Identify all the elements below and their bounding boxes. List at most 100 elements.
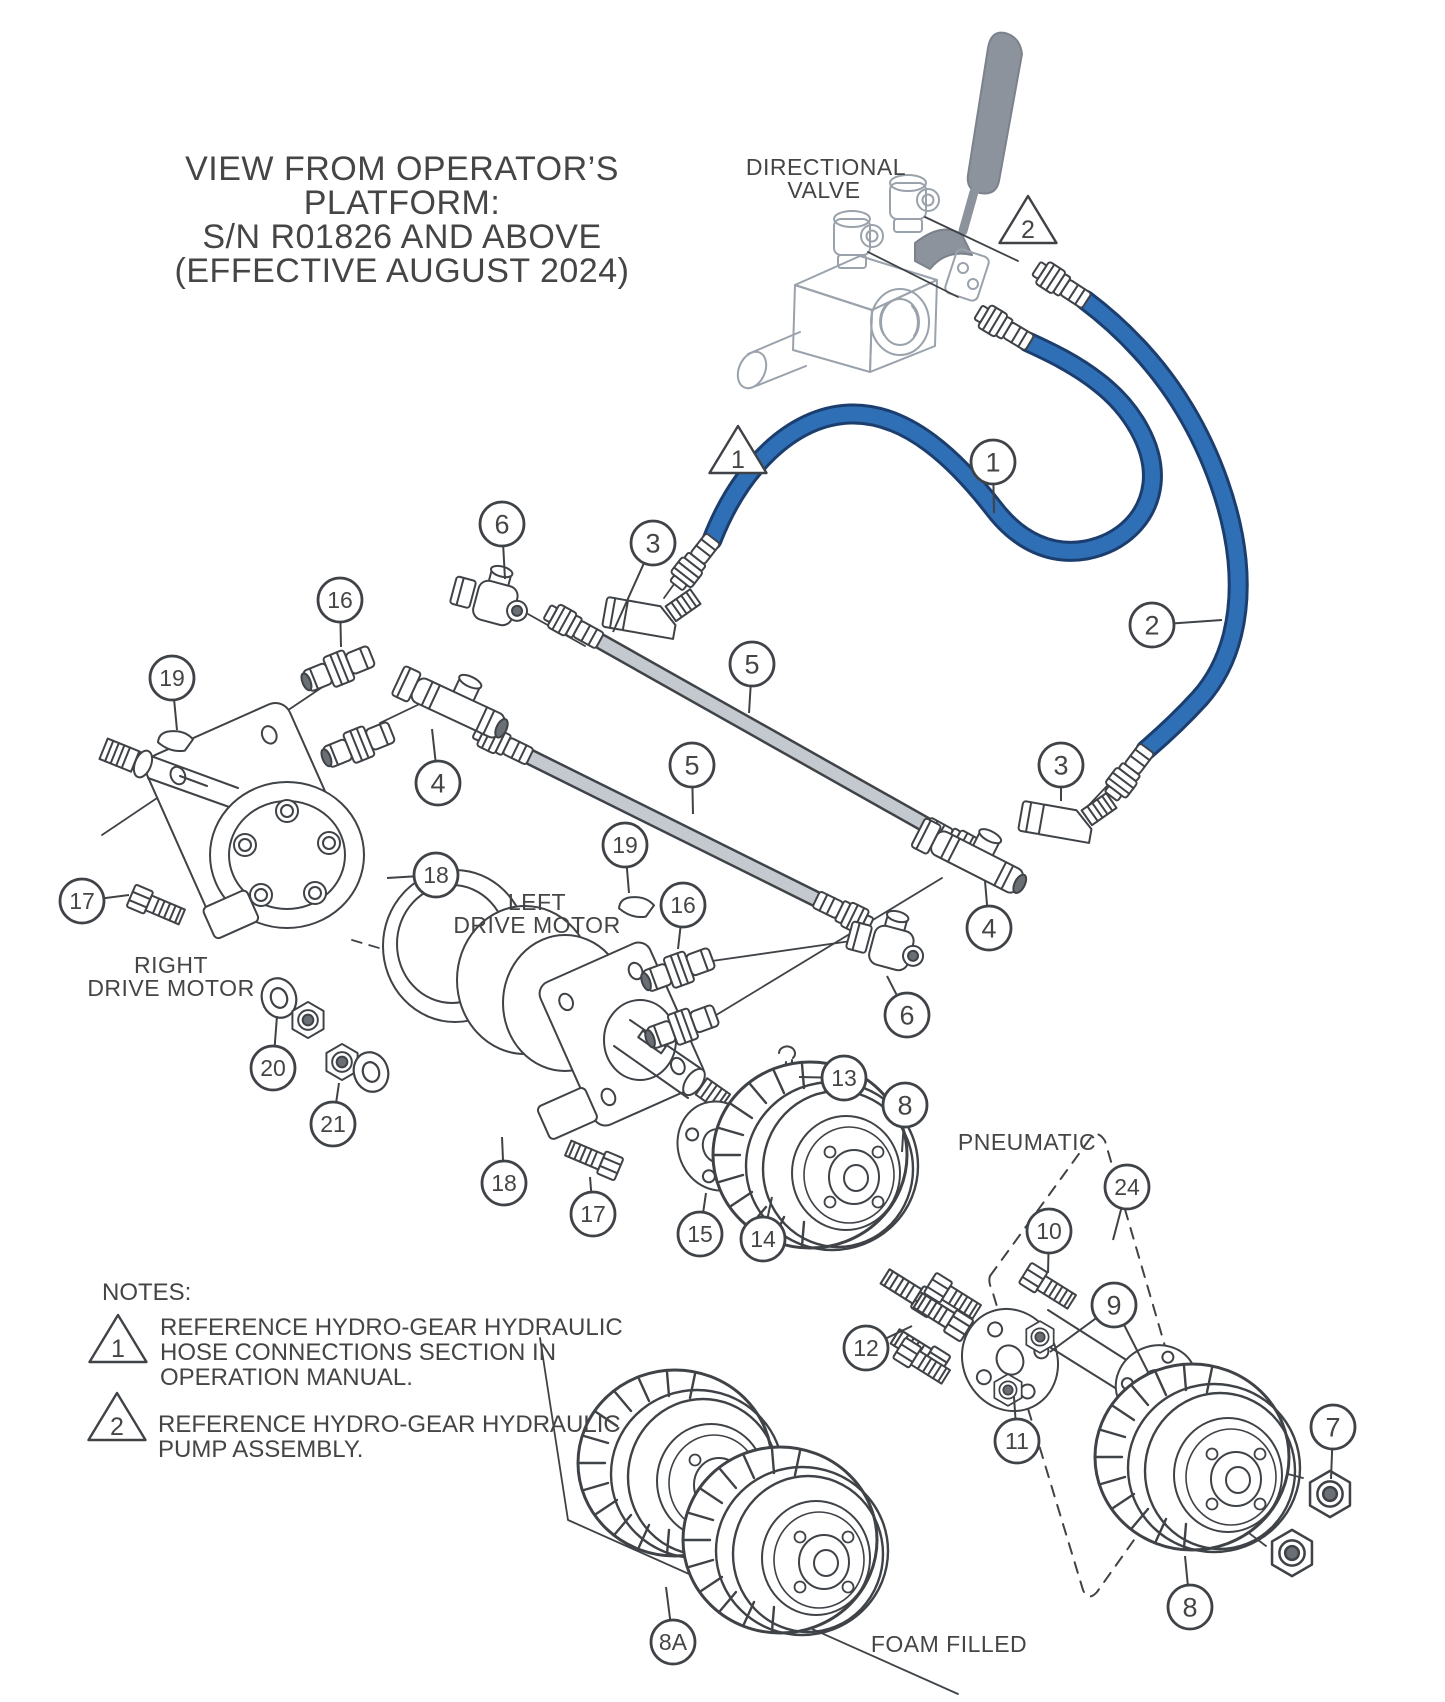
svg-text:16: 16	[670, 892, 696, 918]
svg-text:5: 5	[684, 751, 699, 781]
text-layer: VIEW FROM OPERATOR’S PLATFORM: S/N R0182…	[87, 150, 1096, 1657]
callout-9: 9	[1049, 1281, 1149, 1373]
svg-text:2: 2	[110, 1413, 124, 1441]
bolt-17	[562, 1136, 625, 1182]
motor-cover-bolts	[233, 799, 341, 907]
svg-text:18: 18	[491, 1170, 517, 1196]
callout-7: 7	[1309, 1403, 1357, 1480]
valve-pivot	[914, 228, 973, 270]
foam-filled-wheel-8A	[681, 1445, 890, 1637]
note-triangle-1: 1	[708, 424, 768, 475]
note-triangle-2: 2	[998, 194, 1058, 245]
page-title: PLATFORM:	[304, 184, 501, 222]
svg-text:8A: 8A	[659, 1629, 688, 1655]
callout-4: 4	[414, 728, 462, 807]
svg-text:4: 4	[981, 914, 996, 944]
callout-21: 21	[309, 1082, 357, 1148]
callout-layer: 12334455667888A9101112131415161617171818…	[58, 194, 1357, 1666]
svg-text:1: 1	[111, 1335, 125, 1363]
callout-8: 8	[881, 1081, 929, 1153]
right-drive-motor-label: DRIVE MOTOR	[87, 975, 254, 1001]
callout-18: 18	[480, 1136, 528, 1207]
adapter-fitting-16	[295, 639, 379, 700]
svg-text:24: 24	[1114, 1174, 1140, 1200]
nut-20	[291, 1000, 325, 1040]
hub-nut-11	[993, 1373, 1023, 1407]
hydraulic-hose-2	[1028, 256, 1249, 806]
svg-text:21: 21	[320, 1111, 346, 1137]
note-1-line: OPERATION MANUAL.	[160, 1364, 413, 1391]
callout-10: 10	[1025, 1207, 1073, 1274]
callout-3: 3	[1037, 741, 1085, 801]
note-marker-1: 1	[88, 1313, 148, 1364]
callout-2: 2	[1128, 601, 1223, 649]
callout-18: 18	[386, 851, 460, 899]
callout-17: 17	[569, 1176, 617, 1238]
svg-text:1: 1	[731, 446, 745, 474]
svg-text:6: 6	[899, 1001, 914, 1031]
callout-4: 4	[965, 880, 1013, 952]
svg-text:2: 2	[1144, 611, 1159, 641]
pneumatic-label: PNEUMATIC	[958, 1129, 1096, 1155]
note-1-line: HOSE CONNECTIONS SECTION IN	[160, 1339, 556, 1366]
directional-valve-label: VALVE	[787, 177, 860, 203]
lug-nut-7	[1308, 1469, 1352, 1519]
directional-valve-label: DIRECTIONAL	[746, 154, 906, 180]
svg-text:1: 1	[985, 448, 1000, 478]
svg-text:9: 9	[1106, 1291, 1121, 1321]
callout-8: 8	[1166, 1555, 1214, 1631]
note-2-line: REFERENCE HYDRO-GEAR HYDRAULIC	[158, 1411, 621, 1438]
right-drive-motor	[98, 702, 365, 940]
callout-16: 16	[659, 881, 707, 950]
callout-6: 6	[478, 500, 526, 580]
svg-text:14: 14	[750, 1226, 776, 1252]
page-title: VIEW FROM OPERATOR’S	[185, 150, 619, 188]
svg-text:2: 2	[1021, 216, 1035, 244]
pneumatic-wheel-8	[1093, 1362, 1302, 1554]
callout-5: 5	[668, 741, 716, 815]
svg-text:5: 5	[744, 650, 759, 680]
callout-15: 15	[676, 1192, 724, 1258]
shaft-key-19	[616, 891, 657, 922]
hydraulic-hose-5-lower	[469, 717, 877, 939]
callout-16: 16	[316, 576, 364, 648]
callout-13: 13	[798, 1054, 868, 1102]
svg-text:8: 8	[1182, 1593, 1197, 1623]
svg-text:19: 19	[159, 665, 185, 691]
hydraulic-hose-1	[665, 299, 1163, 595]
callout-24: 24	[1103, 1163, 1151, 1241]
bolt-17	[125, 883, 188, 929]
svg-text:4: 4	[430, 769, 445, 799]
hub-nut-11	[1025, 1320, 1055, 1354]
page-title: S/N R01826 AND ABOVE	[202, 218, 601, 256]
svg-text:17: 17	[580, 1201, 606, 1227]
callout-3: 3	[612, 519, 677, 633]
svg-text:3: 3	[645, 529, 660, 559]
svg-text:10: 10	[1036, 1218, 1062, 1244]
tee-fitting-4	[390, 648, 522, 746]
notes-heading: NOTES:	[102, 1279, 191, 1306]
callout-14: 14	[739, 1196, 787, 1263]
callout-11: 11	[993, 1396, 1041, 1465]
note-marker-2: 2	[87, 1391, 147, 1442]
note-2-line: PUMP ASSEMBLY.	[158, 1436, 363, 1463]
note-1-line: REFERENCE HYDRO-GEAR HYDRAULIC	[160, 1314, 623, 1341]
svg-text:13: 13	[831, 1065, 857, 1091]
svg-text:6: 6	[494, 510, 509, 540]
callout-5: 5	[728, 640, 776, 714]
left-drive-motor-label: LEFT	[508, 889, 566, 915]
callout-1: 1	[969, 438, 1017, 514]
page-title: (EFFECTIVE AUGUST 2024)	[175, 252, 630, 290]
foam-filled-label: FOAM FILLED	[871, 1631, 1027, 1657]
hydraulic-hose-5-upper	[539, 599, 987, 867]
lug-nut-7	[1270, 1528, 1314, 1578]
svg-text:8: 8	[897, 1091, 912, 1121]
svg-text:15: 15	[687, 1221, 713, 1247]
svg-text:19: 19	[612, 832, 638, 858]
callout-19: 19	[148, 654, 196, 731]
svg-text:12: 12	[853, 1335, 879, 1361]
callout-17: 17	[58, 877, 130, 925]
nut-21	[325, 1042, 359, 1082]
